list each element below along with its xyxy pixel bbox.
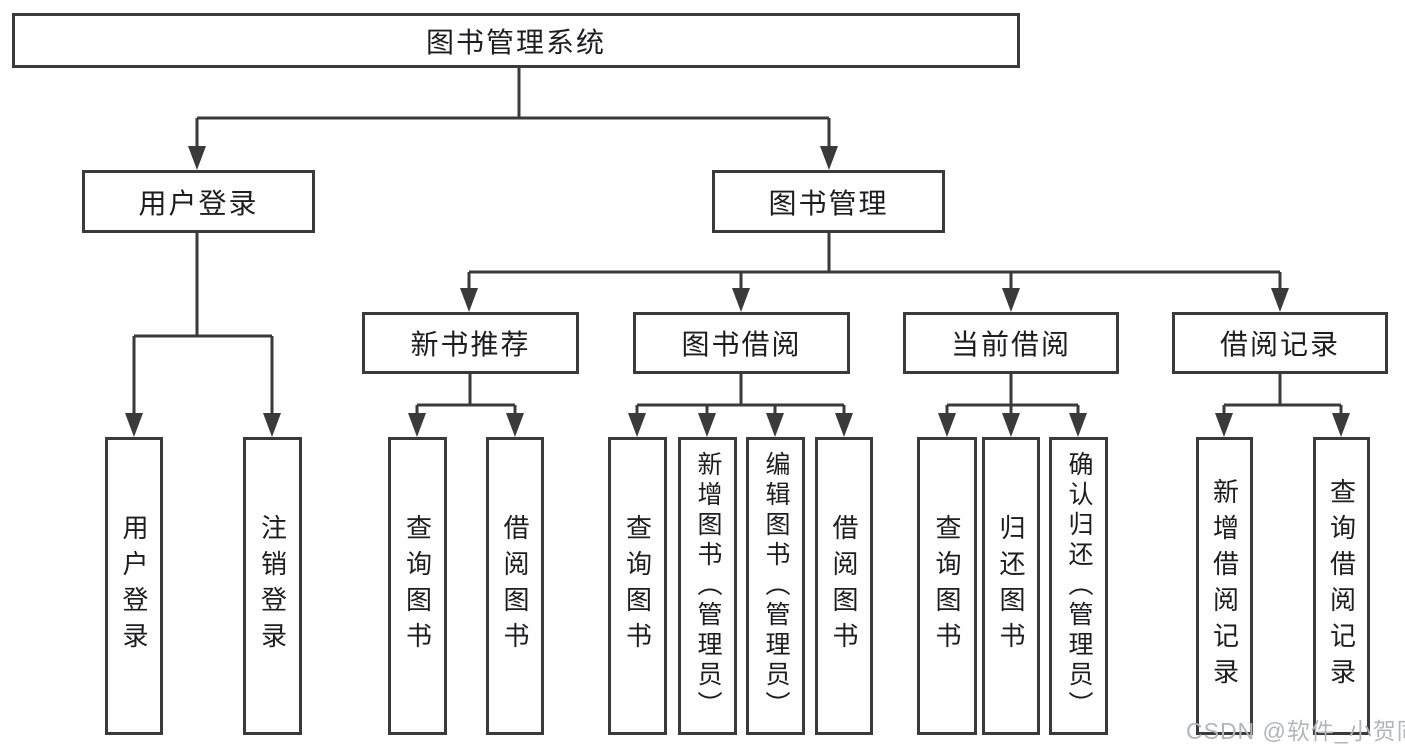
node-new-book-recommend: 新书推荐 [362,312,579,374]
leaf-recommend-borrow-books: 借阅图书 [486,437,544,735]
arrowheads [125,146,1350,437]
node-book-management-label: 图书管理 [768,187,889,219]
leaf-recommend-query-books-label: 查询图书 [402,514,433,658]
node-root-system-label: 图书管理系统 [425,26,606,58]
leaf-edit-books-admin-label: 编辑图书（管理员） [762,451,790,721]
leaf-borrow-books: 借阅图书 [815,437,873,735]
node-borrow-records-label: 借阅记录 [1219,329,1340,360]
leaf-recommend-query-books: 查询图书 [388,437,447,735]
leaf-return-books: 归还图书 [982,437,1040,735]
node-current-borrow: 当前借阅 [903,312,1119,374]
node-book-borrow: 图书借阅 [633,312,850,374]
leaf-add-books-admin: 新增图书（管理员） [678,437,737,735]
node-borrow-records: 借阅记录 [1172,312,1388,374]
leaf-user-login-label: 用户登录 [119,514,149,658]
leaf-add-borrow-record: 新增借阅记录 [1196,437,1253,735]
leaf-borrow-books-label: 借阅图书 [829,514,859,658]
leaf-add-borrow-record-label: 新增借阅记录 [1209,478,1240,694]
leaf-query-borrow-record: 查询借阅记录 [1313,437,1370,735]
leaf-current-query-books: 查询图书 [917,437,977,735]
node-current-borrow-label: 当前借阅 [950,329,1071,360]
leaf-confirm-return-admin: 确认归还（管理员） [1049,437,1108,735]
leaf-borrow-query-books: 查询图书 [608,437,667,735]
leaf-borrow-query-books-label: 查询图书 [622,514,653,658]
leaf-current-query-books-label: 查询图书 [932,514,962,658]
leaf-logout: 注销登录 [243,437,302,735]
leaf-edit-books-admin: 编辑图书（管理员） [746,437,805,735]
node-new-book-recommend-label: 新书推荐 [410,329,531,360]
leaf-confirm-return-admin-label: 确认归还（管理员） [1065,451,1093,721]
node-book-management: 图书管理 [712,170,945,233]
node-root-system: 图书管理系统 [12,13,1020,68]
leaf-add-books-admin-label: 新增图书（管理员） [694,451,722,721]
csdn-watermark: CSDN @软件_小贺同学 [1186,718,1405,744]
leaf-logout-label: 注销登录 [257,514,288,658]
leaf-recommend-borrow-books-label: 借阅图书 [500,514,530,658]
leaf-return-books-label: 归还图书 [996,514,1026,658]
node-user-login-label: 用户登录 [138,187,259,219]
leaf-query-borrow-record-label: 查询借阅记录 [1326,478,1357,694]
leaf-user-login: 用户登录 [105,437,163,735]
node-book-borrow-label: 图书借阅 [681,329,802,360]
node-user-login: 用户登录 [82,170,315,233]
